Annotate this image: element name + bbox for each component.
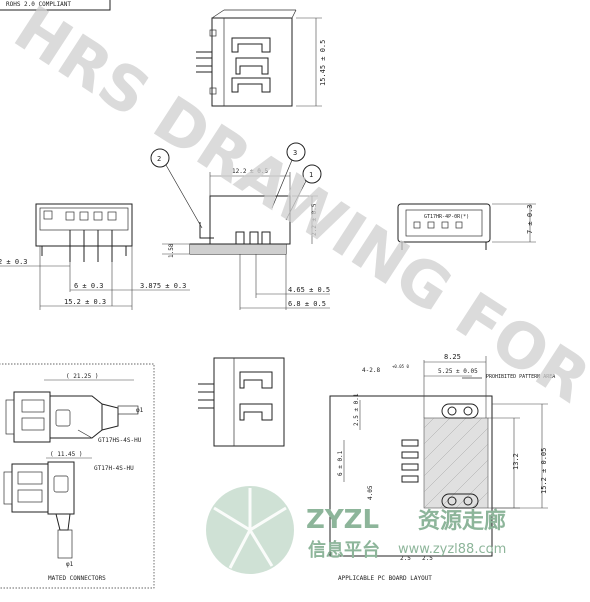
right-end-view: GT17HR-4P-0R(*) 7 ± 0.3 bbox=[397, 203, 536, 250]
bottom-dimensions: 2 ± 0.3 6 ± 0.3 3.875 ± 0.3 15.2 ± 0.3 4… bbox=[0, 246, 330, 310]
mated-connectors-panel: ( 21.25 ) φ1 GT17HS-4S-HU ( 11.45 ) GT17… bbox=[0, 363, 155, 589]
mated-dim1: ( 21.25 ) bbox=[66, 373, 99, 380]
pcb-dim-b2: 2.5 bbox=[422, 555, 433, 562]
watermark: HRS DRAWING FOR bbox=[2, 0, 590, 417]
top-view-lower bbox=[198, 357, 285, 447]
zyzl-logo: ZYZL 资源走廊 信息平台 www.zyzl88.com bbox=[206, 486, 506, 574]
pcb-dim-top3: 4-2.8 bbox=[362, 367, 380, 374]
mated-label2: GT17H-4S-HU bbox=[94, 465, 134, 472]
dim-152: 15.2 ± 0.3 bbox=[64, 298, 106, 306]
left-end-view bbox=[35, 203, 133, 262]
rear-label: GT17HR-4P-0R(*) bbox=[424, 214, 469, 220]
pcb-dim-top1: 8.25 bbox=[444, 353, 461, 361]
mated-dim2: ( 11.45 ) bbox=[50, 451, 83, 458]
side-view: 12.2 ± 0.5 1.58 2.2 ± 0.5 bbox=[162, 168, 318, 258]
pcb-dim-b1: 2.5 bbox=[400, 555, 411, 562]
dim-465: 4.65 ± 0.5 bbox=[288, 286, 330, 294]
pcb-dim-r2: 15.2 ± 0.05 bbox=[540, 448, 548, 494]
callout-3: 3 bbox=[293, 149, 297, 157]
side-pin-dim: 1.58 bbox=[168, 243, 175, 258]
dim-3875: 3.875 ± 0.3 bbox=[140, 282, 186, 290]
side-height-dim: 2.2 ± 0.5 bbox=[311, 203, 318, 236]
dim-68: 6.8 ± 0.5 bbox=[288, 300, 326, 308]
callout-1: 1 bbox=[309, 171, 313, 179]
dim-2: 2 ± 0.3 bbox=[0, 258, 28, 266]
header-box: ROHS 2.0 COMPLIANT bbox=[0, 0, 111, 11]
pcb-tol: +0.05 0 bbox=[392, 364, 409, 369]
mated-label1: GT17HS-4S-HU bbox=[98, 437, 142, 444]
pcb-layout: 8.25 5.25 ± 0.05 4-2.8 +0.05 0 PROHIBITE… bbox=[329, 353, 555, 582]
logo-url: www.zyzl88.com bbox=[398, 542, 506, 557]
mated-dia2: φ1 bbox=[66, 561, 74, 568]
callouts: 2 3 1 bbox=[150, 142, 322, 229]
logo-cn1: 资源走廊 bbox=[418, 508, 506, 534]
front-view: 15.45 ± 0.5 bbox=[196, 9, 327, 107]
pcb-dim-l1: 6 ± 0.1 bbox=[337, 450, 344, 476]
header-box-text: ROHS 2.0 COMPLIANT bbox=[6, 1, 71, 8]
pcb-dim-r1: 13.2 bbox=[512, 453, 520, 470]
pcb-dim-l3: 4.05 bbox=[367, 485, 374, 500]
pcb-dim-top2: 5.25 ± 0.05 bbox=[438, 368, 478, 375]
mated-caption: MATED CONNECTORS bbox=[48, 575, 106, 582]
pcb-dim-l2: 2.5 ± 0.1 bbox=[353, 393, 360, 426]
pcb-note: PROHIBITED PATTERN AREA bbox=[486, 374, 555, 380]
callout-2: 2 bbox=[157, 155, 161, 163]
pcb-caption: APPLICABLE PC BOARD LAYOUT bbox=[338, 575, 432, 582]
front-height-dim: 15.45 ± 0.5 bbox=[319, 40, 327, 86]
logo-brand: ZYZL bbox=[306, 505, 379, 535]
rear-height-dim: 7 ± 0.3 bbox=[526, 204, 534, 234]
side-top-dim: 12.2 ± 0.5 bbox=[232, 168, 269, 175]
logo-cn2: 信息平台 bbox=[308, 539, 380, 561]
dim-6: 6 ± 0.3 bbox=[74, 282, 104, 290]
mated-dia1: φ1 bbox=[136, 407, 144, 414]
